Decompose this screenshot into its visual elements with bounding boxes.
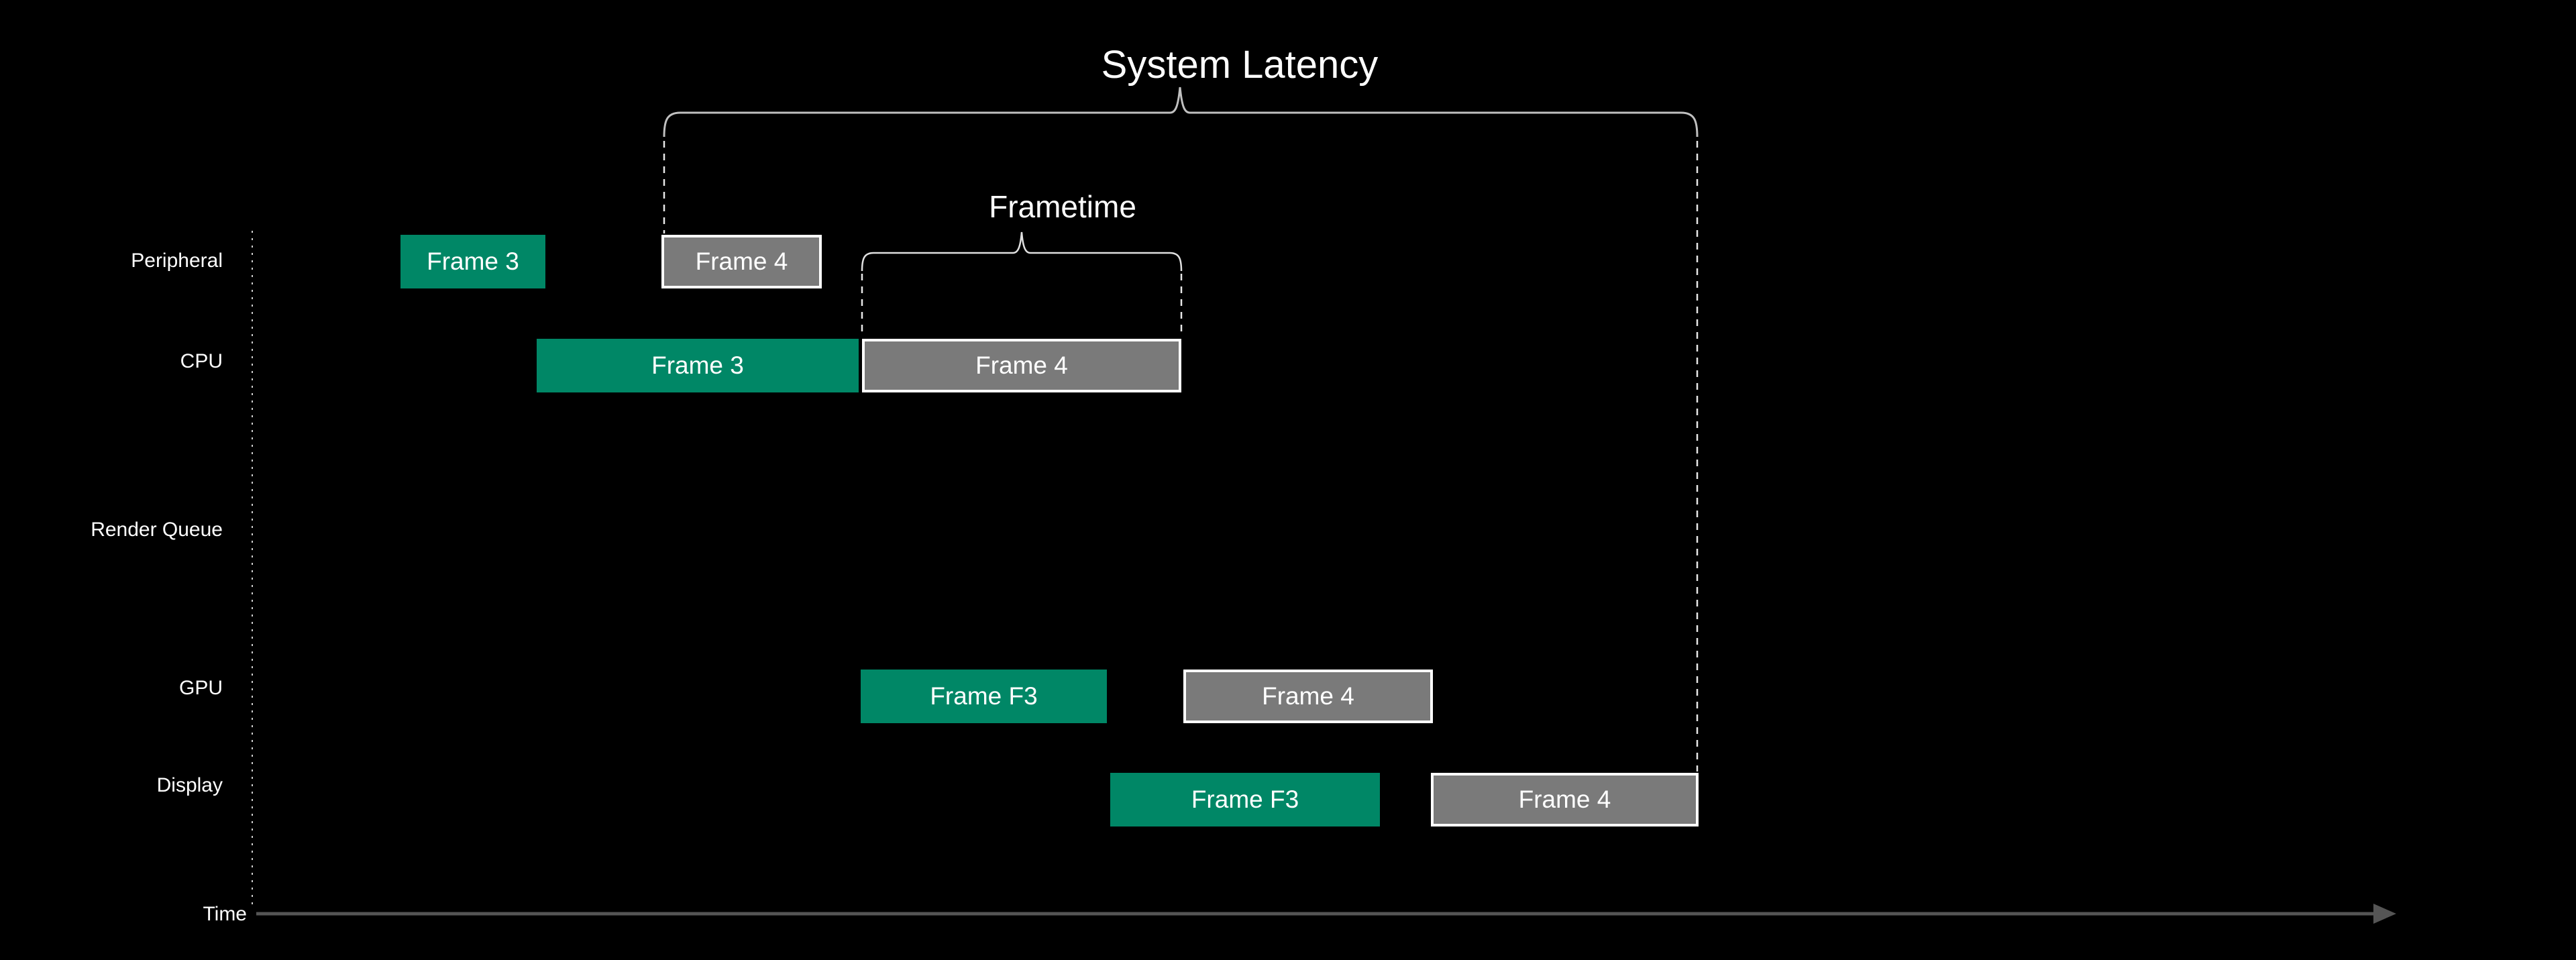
bar-gpu-frame-f3: Frame F3 (861, 670, 1107, 723)
system-latency-brace (663, 87, 1699, 138)
time-axis-arrow-icon (2373, 904, 2396, 924)
row-label-cpu: CPU (180, 350, 223, 372)
time-axis-label: Time (203, 903, 247, 925)
bar-display-frame4: Frame 4 (1431, 773, 1699, 826)
bar-peripheral-frame3: Frame 3 (400, 235, 545, 288)
bar-gpu-frame4: Frame 4 (1183, 670, 1433, 723)
frametime-brace (861, 231, 1183, 272)
frametime-label: Frametime (989, 189, 1136, 224)
bar-peripheral-frame4: Frame 4 (661, 235, 822, 288)
row-label-peripheral: Peripheral (131, 250, 223, 272)
bar-display-frame-f3: Frame F3 (1110, 773, 1380, 826)
row-label-render-queue: Render Queue (91, 519, 223, 541)
page-title: System Latency (1101, 43, 1379, 87)
row-label-gpu: GPU (178, 677, 223, 699)
row-label-display: Display (156, 774, 223, 796)
bar-cpu-frame4: Frame 4 (862, 339, 1181, 392)
bar-cpu-frame3: Frame 3 (537, 339, 859, 392)
